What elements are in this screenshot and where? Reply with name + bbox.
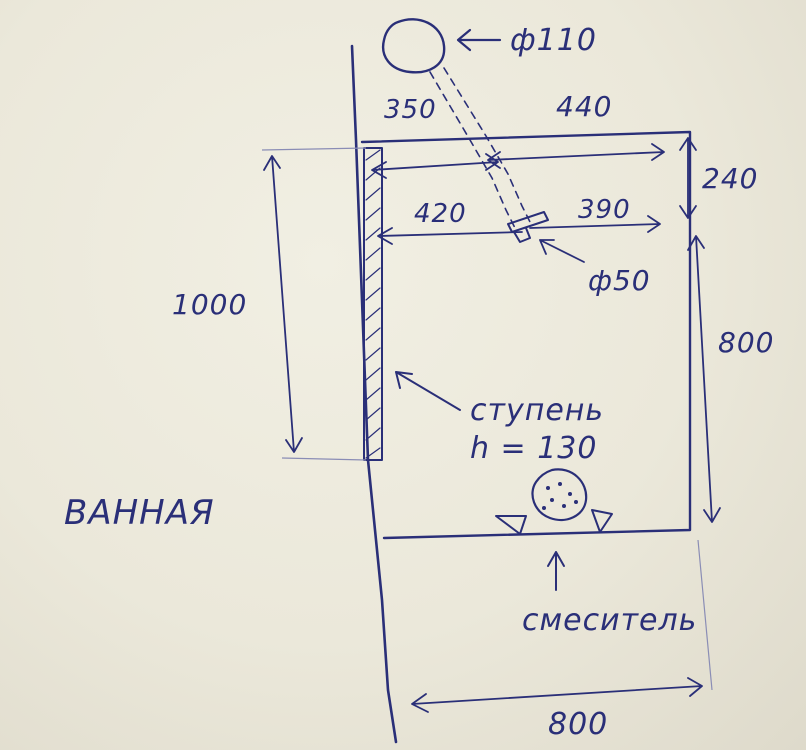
step-label-line2: h = 130 — [470, 431, 597, 466]
dim-800-right-label: 800 — [718, 326, 774, 359]
pipe-110-label: ф110 — [510, 23, 597, 58]
dim-1000-ext-top — [261, 147, 367, 151]
dim-390-arrow — [529, 215, 661, 233]
mixer-label: смеситель — [522, 603, 697, 638]
dim-350-arrow — [371, 153, 499, 179]
room-outline — [360, 130, 692, 540]
dim-390-label: 390 — [578, 195, 631, 225]
dim-420-arrow — [377, 227, 523, 245]
step-strip — [363, 147, 383, 461]
dim-800-right-arrow — [687, 235, 721, 523]
dim-420-label: 420 — [414, 199, 467, 229]
pipe-110-circle — [381, 18, 446, 74]
step-pointer-arrow — [395, 371, 461, 411]
step-hatching — [365, 149, 381, 459]
pipe-50-arrow — [539, 239, 585, 263]
pipe-110-arrow — [456, 28, 502, 52]
dim-800-bottom-ext-right — [697, 539, 713, 691]
dim-240-arrow — [679, 137, 697, 219]
dim-800-bottom-arrow — [411, 677, 703, 713]
pipe-50-fitting — [507, 211, 549, 243]
pipe-50-label: ф50 — [588, 264, 651, 297]
dim-800-bottom-label: 800 — [548, 707, 608, 742]
dim-440-arrow — [487, 143, 665, 169]
dim-1000-label: 1000 — [172, 288, 247, 321]
dim-1000-arrow — [263, 155, 303, 453]
step-label-line1: ступень — [470, 393, 604, 428]
mixer-symbol — [495, 468, 613, 535]
drain-pipe — [429, 67, 533, 231]
room-label: ВАННАЯ — [64, 493, 215, 533]
wall-line — [350, 44, 398, 744]
dim-1000-ext-bottom — [281, 457, 367, 461]
dim-240-label: 240 — [702, 162, 758, 195]
dim-350-label: 350 — [384, 95, 437, 125]
mixer-pointer-arrow — [547, 551, 565, 591]
dim-440-label: 440 — [556, 90, 612, 123]
